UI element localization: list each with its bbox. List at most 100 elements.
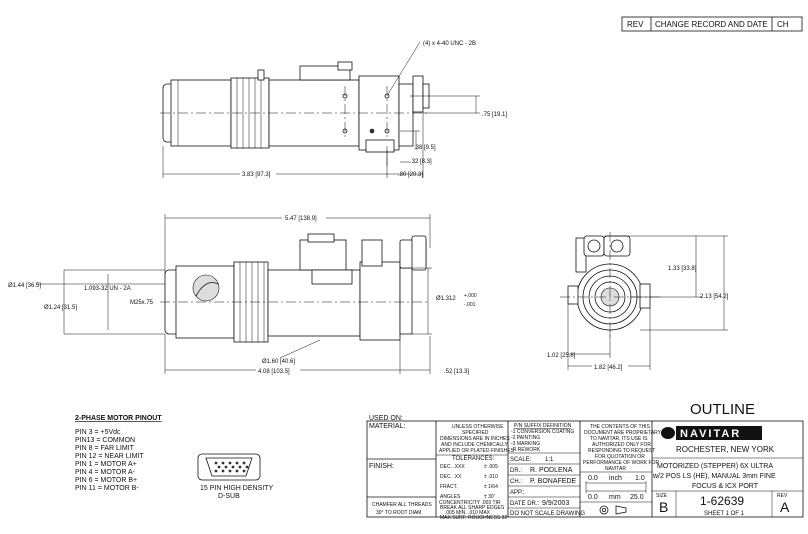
checked-by-label: CH.: <box>510 479 522 485</box>
scale-bar-inch: inch <box>609 475 622 482</box>
dim-032: .32 [8.3] <box>410 159 432 165</box>
approved-label: APP.: <box>510 490 525 496</box>
tol-plus: +.000 <box>464 293 477 299</box>
size-label: SIZE <box>656 493 668 499</box>
revision-block: REV CHANGE RECORD AND DATE CH <box>621 16 803 32</box>
rev-label: REV <box>777 493 788 499</box>
pin-row: PIN 12 = NEAR LIMIT <box>75 453 144 460</box>
dim-075: .75 [19.1] <box>482 112 507 118</box>
rev-header: REV <box>627 20 644 29</box>
chamfer-note-2: 30° TO ROOT DIAM <box>376 510 421 516</box>
suffix-item: -3 MARKING <box>511 441 540 447</box>
dim-080: .80 [20.3] <box>398 172 423 178</box>
part-description: FOCUS & ICX PORT <box>692 483 759 490</box>
proprietary-note: AUTHORIZED ONLY FOR <box>592 442 651 448</box>
dim-383: 3.83 [97.3] <box>242 172 271 178</box>
drawing-number: 1-62639 <box>700 494 744 508</box>
unless-note: AND INCLUDE CHEMICALLY <box>441 442 509 448</box>
sheet-number: SHEET 1 OF 1 <box>704 511 745 517</box>
ch-header: CH <box>777 20 789 29</box>
dim-102: 1.02 [25.8] <box>547 353 576 359</box>
proprietary-note: NAVITAR <box>605 466 626 472</box>
tol-fract: FRACT. <box>440 484 458 490</box>
drawn-by-value: R. PODLENA <box>530 467 573 474</box>
unless-note: APPLIED OR PLATED FINISHES <box>439 448 515 454</box>
unless-note: SPECIFIED <box>462 430 489 436</box>
outline-title: OUTLINE <box>690 401 755 418</box>
connector-label-2: D-SUB <box>218 493 240 500</box>
tol-minus: -.001 <box>464 302 476 308</box>
drawn-by-label: DR.: <box>510 468 522 474</box>
unless-note: DIMENSIONS ARE IN INCHES <box>440 436 510 442</box>
pin-row: PIN13 = COMMON <box>75 437 135 444</box>
date-drawn-value: 9/9/2003 <box>542 500 569 507</box>
dim-038: .38 [9.5] <box>414 145 436 151</box>
proprietary-note: FOR QUOTATION OR <box>595 454 645 460</box>
pinout-title: 2-PHASE MOTOR PINOUT <box>75 415 162 422</box>
tol-dec3-value: ± .005 <box>484 464 498 470</box>
logo-text: NAVITAR <box>680 428 741 440</box>
dim-144: Ø1.44 [36.5] <box>8 283 41 289</box>
dim-182: 1.82 [46.2] <box>594 365 623 371</box>
suffix-item: -2 PAINTING <box>511 435 540 441</box>
dim-213: 2.13 [54.2] <box>700 294 729 300</box>
front-view: 5.47 [138.9] Ø1.44 [36.5] 1.093-32 UN - … <box>8 213 477 375</box>
part-description: MOTORIZED (STEPPER) 6X ULTRA <box>657 463 773 470</box>
dim-408: 4.08 [103.5] <box>258 369 290 375</box>
motor-pinout: 2-PHASE MOTOR PINOUT PIN 3 = +5Vdc PIN13… <box>75 415 162 492</box>
finish-label: FINISH: <box>369 463 394 470</box>
metric-thread: M25x.75 <box>130 300 154 306</box>
dim-1312: Ø1.312 <box>436 296 456 302</box>
scale-bar-start: 0.0 <box>588 475 598 482</box>
change-record-header: CHANGE RECORD AND DATE <box>655 20 768 29</box>
suffix-item: -1 CONVERSION COATING <box>511 429 574 435</box>
pin-row: PIN 1 = MOTOR A+ <box>75 461 137 468</box>
dim-160: Ø1.60 [40.6] <box>262 359 295 365</box>
tol-concentricity: CONCENTRICITY .003 TIR <box>439 500 501 506</box>
title-block: OUTLINE USED ON: MATERIAL: FINISH: CHAMF… <box>366 401 804 521</box>
dim-547: 5.47 [138.9] <box>285 216 317 222</box>
pin-row: PIN 8 = FAR LIMIT <box>75 445 135 452</box>
rev-value: A <box>780 499 790 515</box>
tolerances-label: TOLERANCES: <box>452 456 495 462</box>
pin-row: PIN 11 = MOTOR B- <box>75 485 139 492</box>
unless-note: UNLESS OTHERWISE <box>452 424 504 430</box>
tol-angles: ANGLES <box>440 494 461 500</box>
checked-by-value: P. BONAFEDE <box>530 478 576 485</box>
break-edges: BREAK ALL SHARP EDGES <box>440 505 505 511</box>
chamfer-note: CHAMFER ALL THREADS <box>372 502 432 508</box>
dim-124: Ø1.24 [31.5] <box>44 305 77 311</box>
dim-052: .52 [13.3] <box>444 369 469 375</box>
proprietary-note: DOCUMENT ARE PROPRIETARY <box>584 430 662 436</box>
do-not-scale-note: DO NOT SCALE DRAWING <box>510 511 585 517</box>
used-on-label: USED ON: <box>369 415 403 422</box>
scale-bar-mm: mm <box>609 494 621 501</box>
end-view: 1.33 [33.8] 2.13 [54.2] 1.02 [25.8] 1.82… <box>547 232 729 371</box>
pin-row: PIN 6 = MOTOR B+ <box>75 477 137 484</box>
proprietary-note: RESPONDING TO REQUEST <box>588 448 655 454</box>
holes-callout: (4) x 4-40 UNC - 2B <box>423 41 476 47</box>
thread-spec: 1.093-32 UN - 2A <box>84 286 131 292</box>
suffix-title: P/N SUFFIX DEFINITION <box>514 423 572 429</box>
navitar-logo: NAVITAR <box>661 426 762 440</box>
scale-bar-mm-start: 0.0 <box>588 494 598 501</box>
proprietary-note: PERFORMANCE OF WORK FOR <box>583 460 660 466</box>
dsub-connector: 15 PIN HIGH DENSITY D-SUB <box>197 453 273 500</box>
connector-label: 15 PIN HIGH DENSITY <box>200 485 273 492</box>
size-value: B <box>659 499 668 515</box>
date-drawn-label: DATE DR.: <box>510 501 540 507</box>
tol-dec3: DEC. .XXX <box>440 464 465 470</box>
scale-value: 1:1 <box>545 457 554 463</box>
proprietary-note: THE CONTENTS OF THIS <box>590 424 651 430</box>
scale-bar-mm-end: 25.0 <box>630 494 644 501</box>
break-edges-value: .005 MIN. .010 MAX <box>445 510 491 516</box>
top-view: (4) x 4-40 UNC - 2B .75 [19.1] .38 [9.5]… <box>160 41 507 178</box>
scale-bar-end: 1.0 <box>635 475 645 482</box>
tol-fract-value: ± 1/64 <box>484 484 498 490</box>
dim-133: 1.33 [33.8] <box>668 266 697 272</box>
part-description: w/2 POS LS (HE), MANUAL 3mm FINE <box>652 473 776 480</box>
tol-dec2: DEC. .XX <box>440 474 462 480</box>
tol-angles-value: ± 30' <box>484 494 495 500</box>
tol-dec2-value: ± .010 <box>484 474 498 480</box>
